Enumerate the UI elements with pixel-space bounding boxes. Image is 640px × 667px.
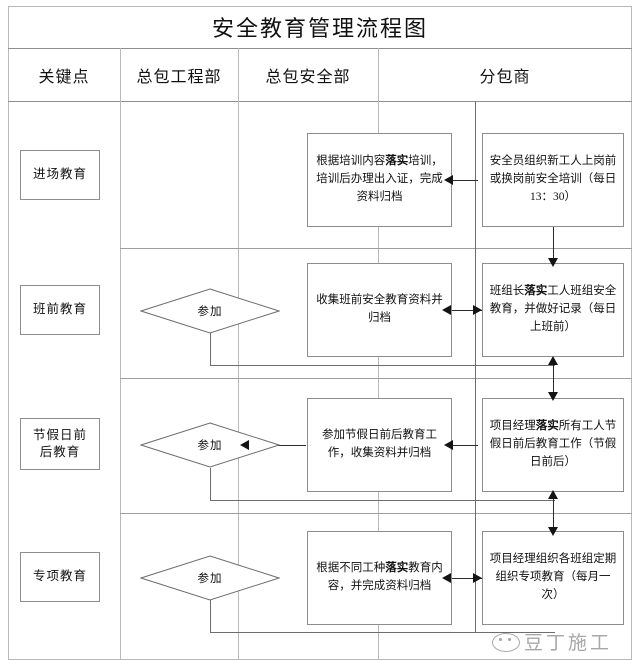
header-engineering: 总包工程部 <box>136 68 222 86</box>
route-r2-diamond-down <box>210 333 211 365</box>
key-point-box-3[interactable]: 节假日前后教育 <box>20 418 100 470</box>
safety-box-2-text: 收集班前安全教育资料并归档 <box>316 294 443 324</box>
subcontractor-box-2-text: 班组长落实工人班组安全教育，并做好记录（每日上班前） <box>489 285 617 333</box>
route-r2-vertical-feed <box>475 101 476 365</box>
route-right-column-feed <box>475 365 476 632</box>
route-r4-diamond-right <box>210 632 555 633</box>
route-r4-diamond-down <box>210 600 211 632</box>
header-separator <box>8 101 632 102</box>
header-safety: 总包安全部 <box>265 68 351 86</box>
arrow-r1-to-safety <box>444 175 453 185</box>
connector-r2-bidirectional <box>450 310 482 311</box>
diamond-shape-icon <box>140 288 280 334</box>
diamond-shape-icon <box>140 422 280 468</box>
key-point-box-4[interactable]: 专项教育 <box>20 552 100 602</box>
watermark-logo-icon <box>492 633 520 652</box>
column-divider-2 <box>238 48 239 660</box>
subcontractor-box-1-text: 安全员组织新工人上岗前或换岗前安全培训（每日13：30） <box>489 155 617 203</box>
arrow-r4-left <box>442 573 451 583</box>
arrow-r2-left <box>442 305 451 315</box>
arrow-r3-r4-up <box>548 490 558 499</box>
engineering-diamond-2-label: 参加 <box>197 440 223 452</box>
header-key-point: 关键点 <box>38 68 90 86</box>
safety-box-1[interactable]: 根据培训内容落实培训，培训后办理出入证，完成资料归档 <box>307 133 452 227</box>
connector-r1-sub-to-safety <box>453 180 478 181</box>
subcontractor-box-1[interactable]: 安全员组织新工人上岗前或换岗前安全培训（每日13：30） <box>482 133 624 227</box>
route-r3-diamond-right <box>210 500 555 501</box>
arrow-r4-right <box>473 573 482 583</box>
safety-box-3-text: 参加节假日前后教育工作，收集资料并归档 <box>322 429 437 459</box>
header-subcontractor: 分包商 <box>479 68 531 86</box>
arrow-r2-r3-up <box>548 356 558 365</box>
arrow-r2-r3-down <box>548 392 558 401</box>
table-frame <box>8 6 632 660</box>
connector-r4-bidirectional <box>450 578 482 579</box>
arrow-r1-to-r2-sub <box>548 258 558 267</box>
key-point-box-2[interactable]: 班前教育 <box>20 285 100 335</box>
row-separator-3 <box>120 513 632 514</box>
connector-r2-to-r3-sub <box>553 360 554 398</box>
safety-box-4[interactable]: 根据不同工种落实教育内容，并完成资料归档 <box>307 531 452 625</box>
arrow-r3-r4-down <box>548 527 558 536</box>
safety-box-2[interactable]: 收集班前安全教育资料并归档 <box>307 263 452 357</box>
connector-r3-to-r4-sub <box>553 494 554 532</box>
arrow-r3-to-diamond <box>240 440 249 450</box>
arrow-r2-right <box>473 305 482 315</box>
route-r3-diamond-down <box>210 468 211 500</box>
subcontractor-box-3-text: 项目经理落实所有工人节假日前后教育工作（节假日前后） <box>489 420 617 468</box>
subcontractor-box-4-text: 项目经理组织各班组定期组织专项教育（每月一次） <box>489 553 617 601</box>
diamond-shape-icon <box>140 555 280 601</box>
engineering-diamond-3-label: 参加 <box>197 573 223 585</box>
key-point-box-1[interactable]: 进场教育 <box>20 150 100 200</box>
row-separator-1 <box>120 248 632 249</box>
engineering-diamond-3[interactable]: 参加 <box>140 555 280 601</box>
safety-box-4-text: 根据不同工种落实教育内容，并完成资料归档 <box>316 562 443 592</box>
arrow-r3-to-safety <box>444 440 453 450</box>
engineering-diamond-2[interactable]: 参加 <box>140 422 280 468</box>
route-r2-diamond-right <box>210 365 555 366</box>
title-separator <box>8 48 632 49</box>
subcontractor-box-3[interactable]: 项目经理落实所有工人节假日前后教育工作（节假日前后） <box>482 398 624 492</box>
page-title: 安全教育管理流程图 <box>211 16 428 41</box>
watermark: 豆丁施工 <box>492 628 612 655</box>
row-separator-2 <box>120 378 632 379</box>
engineering-diamond-1[interactable]: 参加 <box>140 288 280 334</box>
safety-box-3[interactable]: 参加节假日前后教育工作，收集资料并归档 <box>307 398 452 492</box>
column-divider-1 <box>120 48 121 660</box>
connector-r3-sub-to-safety <box>453 445 478 446</box>
engineering-diamond-1-label: 参加 <box>197 306 223 318</box>
subcontractor-box-2[interactable]: 班组长落实工人班组安全教育，并做好记录（每日上班前） <box>482 263 624 357</box>
watermark-text: 豆丁施工 <box>524 633 613 654</box>
safety-box-1-text: 根据培训内容落实培训，培训后办理出入证，完成资料归档 <box>316 155 443 203</box>
connector-r1-to-r2-sub <box>553 225 554 263</box>
subcontractor-box-4[interactable]: 项目经理组织各班组定期组织专项教育（每月一次） <box>482 531 624 625</box>
